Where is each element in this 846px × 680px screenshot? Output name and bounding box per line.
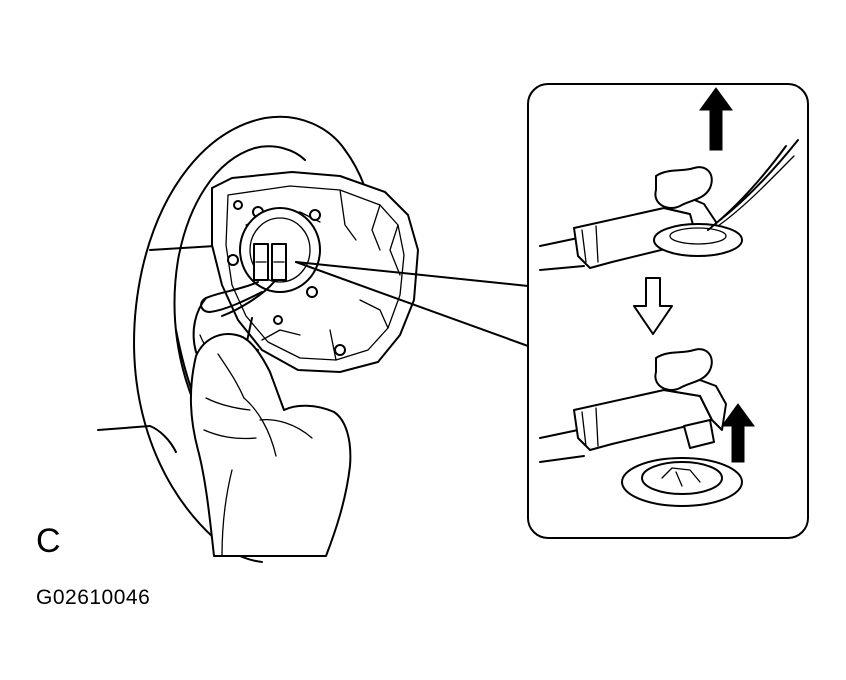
connector-lock-release-step xyxy=(539,139,799,271)
detail-inset xyxy=(527,83,809,539)
hollow-arrow-down-icon xyxy=(633,277,673,335)
figure-code: G02610046 xyxy=(36,586,151,609)
callout-leader-lines xyxy=(295,261,529,347)
view-letter: C xyxy=(36,522,61,560)
arrow-up-icon xyxy=(699,87,733,151)
hand xyxy=(189,333,352,557)
airbag-module xyxy=(211,171,419,373)
arrow-up-icon xyxy=(721,403,755,463)
connector-disconnect-step xyxy=(539,348,743,507)
